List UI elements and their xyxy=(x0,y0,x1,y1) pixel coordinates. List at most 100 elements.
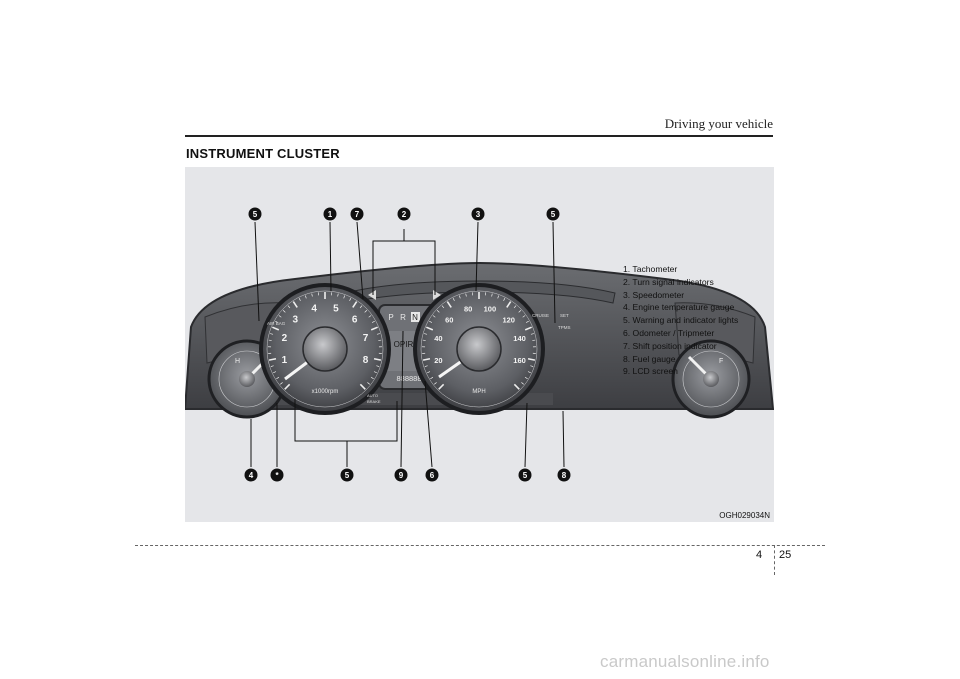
tach-number: 2 xyxy=(282,333,288,344)
callout-number: * xyxy=(275,471,279,480)
speed-ticks xyxy=(422,292,536,390)
shift-selected-box xyxy=(411,312,420,322)
tach-number: 6 xyxy=(352,314,358,325)
speed-tick xyxy=(446,301,452,308)
fuel-gauge: F xyxy=(671,339,751,419)
tach-number: 8 xyxy=(363,355,369,366)
speed-tick xyxy=(491,293,493,297)
footer-divider xyxy=(774,545,775,575)
callout-number: 5 xyxy=(253,210,258,219)
callout-marker xyxy=(323,207,337,221)
callout-marker xyxy=(425,468,439,482)
speed-tick xyxy=(432,315,436,318)
tach-tick xyxy=(376,365,380,367)
speed-tick xyxy=(525,320,529,323)
tach-number: 1 xyxy=(282,355,288,366)
callout-lines xyxy=(250,221,565,468)
tach-tick xyxy=(349,298,352,302)
tach-tick xyxy=(284,383,291,390)
speed-number: 80 xyxy=(464,304,472,313)
legend-item-odometer: 6. Odometer / Tripmeter xyxy=(623,327,715,338)
legend-item-warning-lights: 5. Warning and indicator lights xyxy=(623,315,739,326)
legend-item-speedometer: 3. Speedometer xyxy=(623,289,685,300)
speed-number: 60 xyxy=(445,315,453,324)
tach-tick xyxy=(272,326,280,331)
speed-tick xyxy=(513,305,517,309)
callout-number: 5 xyxy=(551,210,556,219)
left-turn-arrow xyxy=(368,290,376,300)
auto-label: AUTO xyxy=(367,393,378,398)
watermark: carmanualsonline.info xyxy=(600,652,770,671)
tach-tick xyxy=(359,305,363,309)
speed-tick xyxy=(424,365,428,367)
running-header: Driving your vehicle xyxy=(664,116,773,131)
speed-tick xyxy=(430,376,434,380)
callout-marker xyxy=(248,207,262,221)
tach-tick xyxy=(364,310,368,313)
tach-number: 3 xyxy=(293,314,299,325)
fuel-full-label: F xyxy=(719,358,723,365)
airbag-label: AIR BAG xyxy=(267,321,286,326)
speed-tick xyxy=(427,371,431,374)
tach-tick xyxy=(280,382,283,385)
tach-tick xyxy=(311,293,313,297)
callout-number: 3 xyxy=(476,210,481,219)
odometer-reading: 888888 xyxy=(396,374,421,383)
callout-number: 2 xyxy=(402,210,407,219)
speed-tick xyxy=(497,295,500,299)
legend-item-tachometer: 1. Tachometer xyxy=(623,264,678,274)
callout-marker xyxy=(244,468,258,482)
temp-high-label: H xyxy=(235,358,240,365)
tach-tick xyxy=(278,315,282,318)
speed-number: 20 xyxy=(434,356,442,365)
tach-tick xyxy=(273,371,277,374)
tach-tick xyxy=(359,383,366,390)
tach-tick xyxy=(368,315,372,318)
tach-number: 4 xyxy=(311,303,317,314)
callout-marker xyxy=(397,207,411,221)
speed-tick xyxy=(527,371,531,374)
speed-tick xyxy=(521,382,524,385)
speed-number: 160 xyxy=(513,356,526,365)
callout-marker xyxy=(270,468,284,482)
callout-marker xyxy=(394,468,408,482)
brake-label: BRAKE xyxy=(367,399,381,404)
tach-tick xyxy=(282,310,286,313)
tach-number: 5 xyxy=(333,303,339,314)
tach-number: 7 xyxy=(363,333,369,344)
speed-tick xyxy=(424,333,428,335)
callout-number: 1 xyxy=(328,210,333,219)
tach-tick xyxy=(304,295,307,299)
tach-tick xyxy=(270,365,274,367)
cruise-label: CRUISE xyxy=(532,313,549,318)
figure-code: OGH029034N xyxy=(719,511,770,520)
legend-item-shift-position: 7. Shift position indicator xyxy=(623,340,717,351)
legend-item-temperature: 4. Engine temperature gauge xyxy=(623,302,735,313)
speed-tick xyxy=(530,365,534,367)
callout-number: 9 xyxy=(399,471,404,480)
legend-item-fuel: 8. Fuel gauge xyxy=(623,353,676,364)
speed-tick xyxy=(434,382,437,385)
tach-tick xyxy=(370,376,374,380)
tach-tick xyxy=(373,357,382,361)
tach-tick xyxy=(337,293,339,297)
tach-tick xyxy=(268,357,277,361)
speed-tick xyxy=(506,301,512,308)
speed-tick xyxy=(426,326,434,331)
speed-unit: MPH xyxy=(472,389,485,395)
callout-number: 8 xyxy=(562,471,567,480)
tach-tick xyxy=(352,301,358,308)
speed-number: 120 xyxy=(502,315,515,324)
callout-marker xyxy=(350,207,364,221)
speed-tick xyxy=(422,357,431,361)
tach-tick xyxy=(373,371,377,374)
speed-tick xyxy=(530,333,534,335)
tach-ticks xyxy=(268,292,382,390)
speed-tick xyxy=(465,293,467,297)
